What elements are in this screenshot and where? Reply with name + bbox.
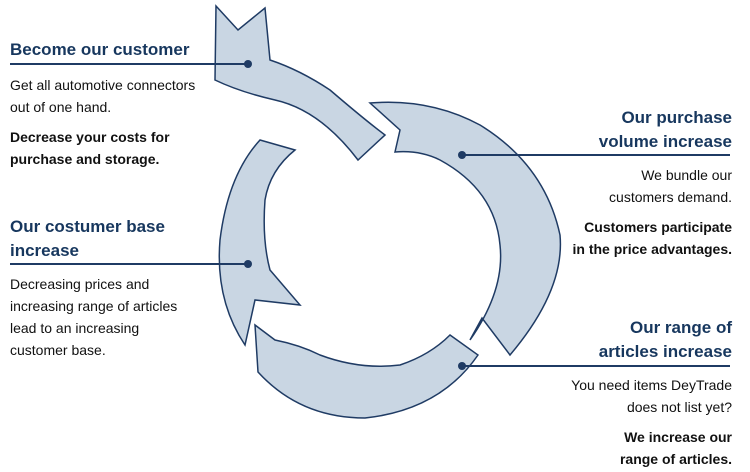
text-line: in the price advantages. (572, 241, 733, 257)
heading-line: Our costumer base (10, 217, 165, 236)
dot-range-of-articles (458, 362, 466, 370)
text-customer-base: Decreasing prices and increasing range o… (10, 273, 250, 361)
heading-line: Our purchase (621, 108, 732, 127)
text-purchase-volume: We bundle our customers demand. (480, 164, 732, 208)
text-line: We increase our (624, 429, 732, 445)
block-become-customer: Become our customer Get all automotive c… (10, 38, 270, 170)
arrow-become-customer (214, 4, 387, 162)
heading-line: Our range of (629, 318, 732, 337)
arrow-range-of-articles (254, 323, 480, 419)
text-line: increasing range of articles (10, 298, 178, 314)
block-purchase-volume: Our purchase volume increase We bundle o… (480, 106, 733, 260)
text-line: purchase and storage. (10, 151, 160, 167)
text-become-customer: Get all automotive connectors out of one… (10, 74, 270, 118)
text-line: out of one hand. (10, 99, 112, 115)
emphasis-become-customer: Decrease your costs for purchase and sto… (10, 126, 270, 170)
heading-customer-base: Our costumer base increase (10, 215, 250, 263)
text-line: Decreasing prices and (10, 276, 150, 292)
block-range-of-articles: Our range of articles increase You need … (480, 316, 732, 470)
heading-purchase-volume: Our purchase volume increase (480, 106, 732, 154)
heading-line: volume increase (598, 132, 732, 151)
text-line: does not list yet? (626, 399, 732, 415)
text-line: Customers participate (584, 219, 732, 235)
text-line: customers demand. (609, 189, 732, 205)
heading-become-customer: Become our customer (10, 40, 190, 59)
text-line: You need items DeyTrade (571, 377, 732, 393)
text-line: Decrease your costs for (10, 129, 170, 145)
emphasis-range-of-articles: We increase our range of articles. (480, 426, 732, 470)
dot-customer-base (244, 260, 252, 268)
text-range-of-articles: You need items DeyTrade does not list ye… (480, 374, 732, 418)
block-customer-base: Our costumer base increase Decreasing pr… (10, 215, 250, 361)
dot-purchase-volume (458, 151, 466, 159)
arrow-customer-base (218, 139, 302, 347)
arrow-purchase-volume (368, 101, 562, 357)
dot-become-customer (244, 60, 252, 68)
text-line: customer base. (10, 342, 106, 358)
heading-line: increase (10, 241, 79, 260)
text-line: Get all automotive connectors (10, 77, 196, 93)
text-line: lead to an increasing (10, 320, 140, 336)
text-line: We bundle our (641, 167, 732, 183)
text-line: range of articles. (619, 451, 732, 467)
heading-line: articles increase (598, 342, 732, 361)
emphasis-purchase-volume: Customers participate in the price advan… (480, 216, 733, 260)
heading-range-of-articles: Our range of articles increase (480, 316, 732, 364)
